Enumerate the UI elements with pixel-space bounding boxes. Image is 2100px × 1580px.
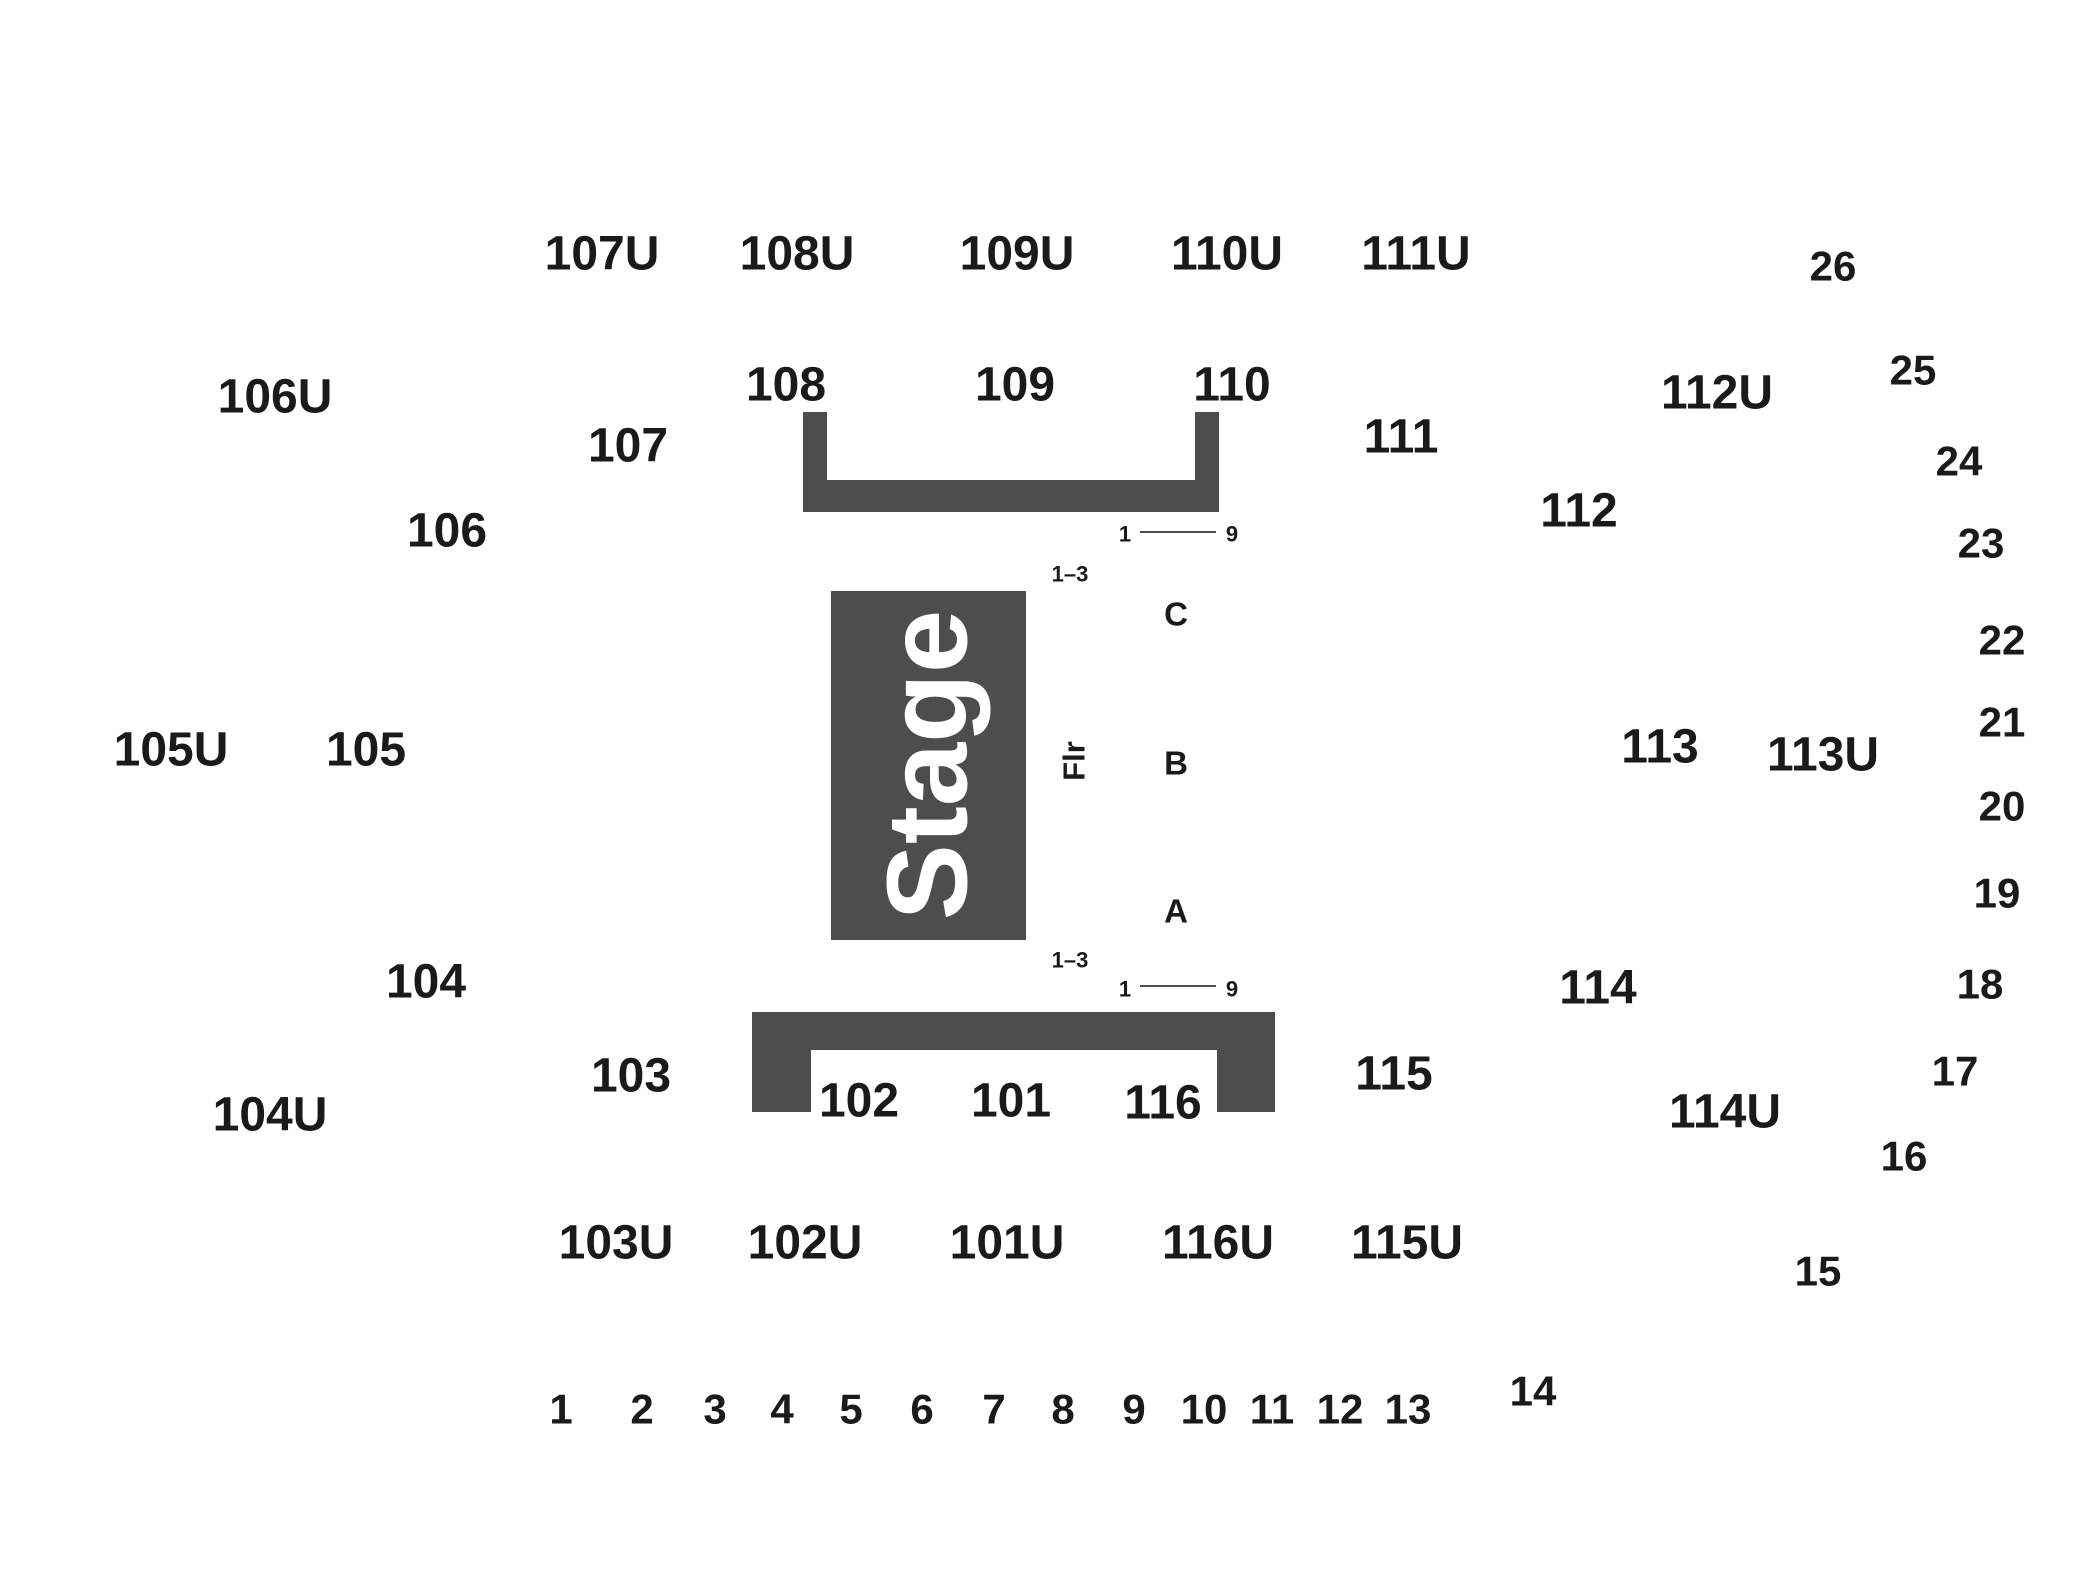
section-104u[interactable]: 104U <box>213 1089 328 1142</box>
floor-row-a[interactable]: A <box>1164 893 1188 930</box>
bottom-platform <box>752 1012 1275 1112</box>
box-sections: 1 2 3 4 5 6 7 8 9 10 11 12 13 14 15 16 1… <box>549 243 2025 1433</box>
seat-range-bottom-end: 9 <box>1226 977 1238 1002</box>
floor-label: Flr <box>1057 741 1092 781</box>
seat-range-top-end: 9 <box>1226 522 1238 547</box>
floor-row-b[interactable]: B <box>1164 745 1188 782</box>
section-115[interactable]: 115 <box>1355 1048 1432 1101</box>
box-17[interactable]: 17 <box>1932 1048 1979 1095</box>
section-112[interactable]: 112 <box>1540 485 1617 538</box>
section-106[interactable]: 106 <box>407 505 487 558</box>
box-5[interactable]: 5 <box>839 1386 862 1433</box>
section-102u[interactable]: 102U <box>748 1217 863 1270</box>
section-114[interactable]: 114 <box>1559 962 1637 1015</box>
section-111[interactable]: 111 <box>1364 411 1439 464</box>
box-11[interactable]: 11 <box>1250 1386 1294 1433</box>
box-2[interactable]: 2 <box>630 1386 653 1433</box>
box-18[interactable]: 18 <box>1957 961 2004 1008</box>
stage[interactable]: Stage <box>831 591 1026 940</box>
box-6[interactable]: 6 <box>910 1386 933 1433</box>
box-13[interactable]: 13 <box>1385 1386 1432 1433</box>
upper-sections: 107U 108U 109U 110U 111U 106U 112U 105U … <box>114 228 1879 1270</box>
section-106u[interactable]: 106U <box>218 371 333 424</box>
seat-range-top-start: 1 <box>1119 522 1131 547</box>
section-107[interactable]: 107 <box>588 420 668 473</box>
section-113[interactable]: 113 <box>1621 721 1698 774</box>
section-102[interactable]: 102 <box>819 1075 899 1128</box>
box-10[interactable]: 10 <box>1181 1386 1228 1433</box>
box-20[interactable]: 20 <box>1979 783 2026 830</box>
box-16[interactable]: 16 <box>1881 1133 1928 1180</box>
section-116u[interactable]: 116U <box>1162 1217 1274 1270</box>
box-14[interactable]: 14 <box>1510 1368 1557 1415</box>
box-3[interactable]: 3 <box>703 1386 726 1433</box>
section-108u[interactable]: 108U <box>740 228 855 281</box>
box-19[interactable]: 19 <box>1974 870 2021 917</box>
section-109u[interactable]: 109U <box>960 228 1075 281</box>
box-8[interactable]: 8 <box>1051 1386 1074 1433</box>
stage-label: Stage <box>865 610 992 920</box>
section-101u[interactable]: 101U <box>950 1217 1065 1270</box>
section-110u[interactable]: 110U <box>1171 228 1283 281</box>
section-114u[interactable]: 114U <box>1669 1086 1781 1139</box>
box-15[interactable]: 15 <box>1795 1248 1842 1295</box>
section-105u[interactable]: 105U <box>114 724 229 777</box>
box-1[interactable]: 1 <box>549 1386 572 1433</box>
section-104[interactable]: 104 <box>386 956 466 1009</box>
top-platform <box>803 412 1219 512</box>
section-116[interactable]: 116 <box>1124 1077 1201 1130</box>
box-21[interactable]: 21 <box>1979 699 2026 746</box>
seat-range-bottom-start: 1 <box>1119 977 1131 1002</box>
section-112u[interactable]: 112U <box>1661 367 1773 420</box>
section-115u[interactable]: 115U <box>1351 1217 1463 1270</box>
section-105[interactable]: 105 <box>326 724 406 777</box>
section-109[interactable]: 109 <box>975 359 1055 412</box>
section-108[interactable]: 108 <box>746 359 826 412</box>
section-113u[interactable]: 113U <box>1767 729 1879 782</box>
floor-row-c[interactable]: C <box>1164 596 1188 633</box>
box-26[interactable]: 26 <box>1810 243 1857 290</box>
box-24[interactable]: 24 <box>1936 438 1983 485</box>
box-22[interactable]: 22 <box>1979 617 2026 664</box>
box-12[interactable]: 12 <box>1317 1386 1364 1433</box>
section-103u[interactable]: 103U <box>559 1217 674 1270</box>
section-111u[interactable]: 111U <box>1361 228 1470 281</box>
side-range-bottom: 1–3 <box>1052 948 1089 973</box>
floor-section[interactable]: Flr C B A 1 9 1 9 1–3 1–3 <box>1052 522 1238 1002</box>
section-107u[interactable]: 107U <box>545 228 660 281</box>
box-9[interactable]: 9 <box>1122 1386 1145 1433</box>
section-101[interactable]: 101 <box>971 1075 1051 1128</box>
box-4[interactable]: 4 <box>770 1386 794 1433</box>
box-25[interactable]: 25 <box>1890 347 1937 394</box>
side-range-top: 1–3 <box>1052 562 1089 587</box>
box-7[interactable]: 7 <box>982 1386 1005 1433</box>
section-110[interactable]: 110 <box>1193 359 1270 412</box>
section-103[interactable]: 103 <box>591 1050 671 1103</box>
lower-sections: 108 109 110 107 111 106 112 105 113 104 … <box>326 359 1699 1130</box>
box-23[interactable]: 23 <box>1958 520 2005 567</box>
stage-block <box>831 591 1026 940</box>
